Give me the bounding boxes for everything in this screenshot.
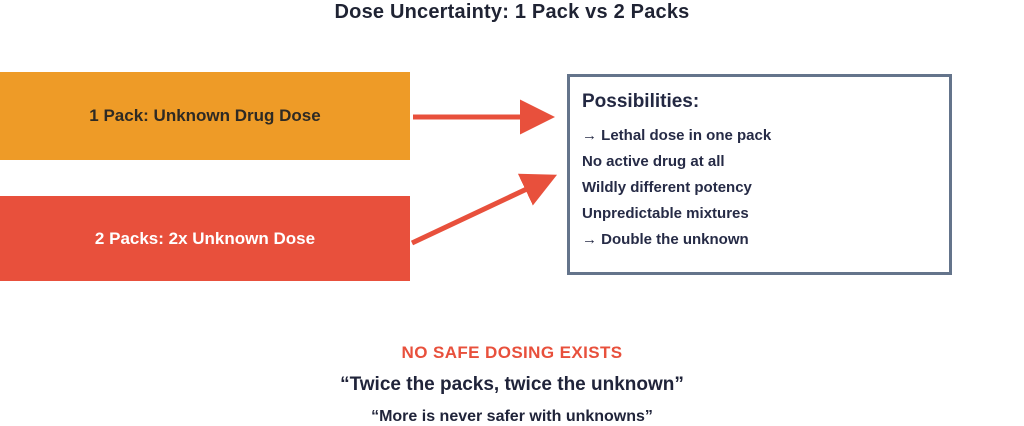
outcomes-box: Possibilities: → Lethal dose in one pack… — [567, 74, 952, 275]
outcome-item: → Double the unknown — [582, 231, 749, 248]
arrow-two-packs-to-outcomes — [410, 173, 558, 246]
outcome-item: Wildly different potency — [582, 179, 752, 196]
one-pack-label: 1 Pack: Unknown Drug Dose — [89, 106, 321, 125]
bottom-quote-clipped: “More is never safer with unknowns” — [371, 408, 653, 425]
diagram-title: Dose Uncertainty: 1 Pack vs 2 Packs — [334, 1, 690, 23]
two-packs-label: 2 Packs: 2x Unknown Dose — [94, 228, 316, 248]
outcome-item: No active drug at all — [582, 153, 725, 170]
outcome-item: → Lethal dose in one pack — [582, 127, 772, 144]
outcomes-heading: Possibilities: — [582, 91, 700, 112]
one-pack-box: 1 Pack: Unknown Drug Dose — [0, 72, 410, 160]
bottom-quote: “Twice the packs, twice the unknown” — [340, 374, 684, 395]
two-packs-box: 2 Packs: 2x Unknown Dose — [0, 196, 410, 281]
outcomes-list: → Lethal dose in one pack No active drug… — [582, 123, 949, 253]
no-safe-dosing-warning: NO SAFE DOSING EXISTS — [401, 343, 623, 362]
outcome-item: Unpredictable mixtures — [582, 205, 749, 222]
